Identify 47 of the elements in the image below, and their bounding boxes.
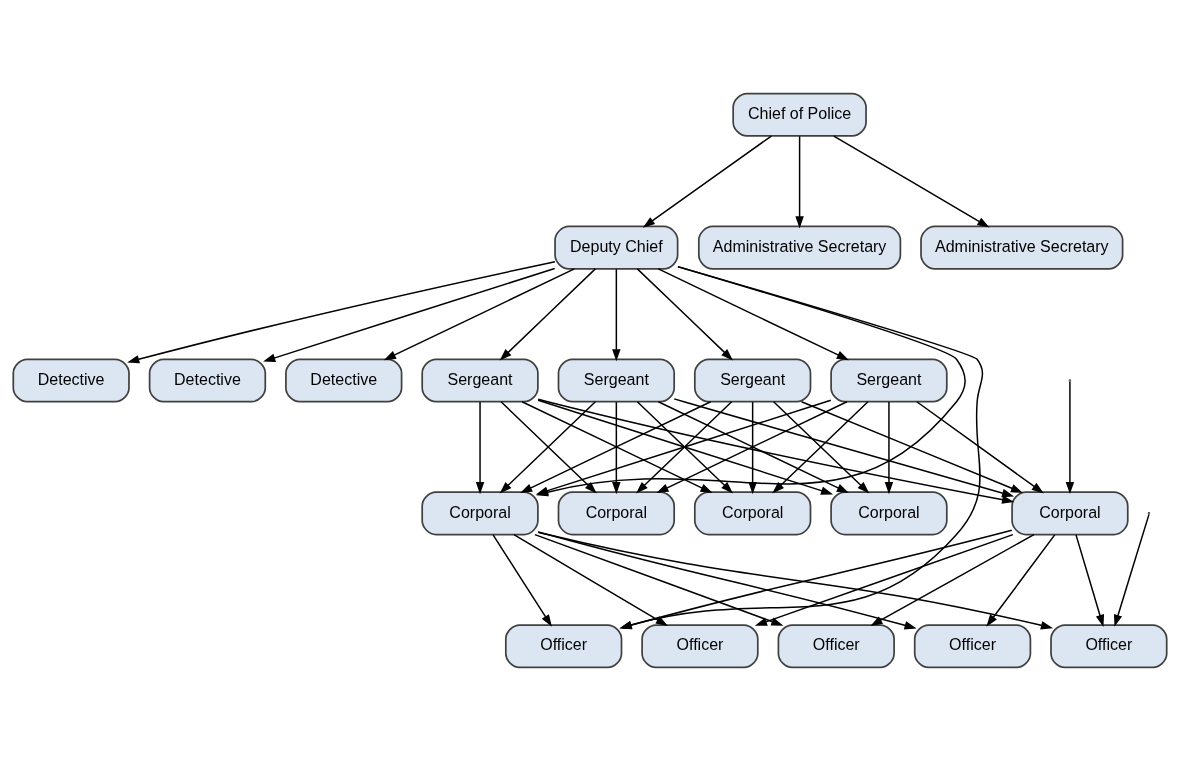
arrow — [986, 534, 1056, 627]
arrow — [833, 135, 990, 228]
arrow — [534, 533, 784, 626]
node-box: Sergeant — [557, 358, 676, 403]
node-box: Deputy Chief — [554, 225, 679, 270]
node-box: Officer — [504, 624, 623, 669]
node-box: Corporal — [557, 491, 676, 536]
arrow — [513, 533, 668, 627]
arrow — [884, 401, 894, 495]
node-box: Officer — [777, 624, 895, 669]
arrow — [1113, 513, 1150, 627]
node-box: Detective — [285, 358, 403, 403]
arrow — [263, 267, 556, 362]
arrow — [499, 268, 597, 361]
arrow — [492, 534, 552, 627]
arrow — [636, 268, 734, 361]
arrow — [657, 268, 849, 361]
arrow — [748, 401, 757, 495]
node-box: Chief of Police — [732, 92, 867, 137]
node-box: Sergeant — [421, 358, 539, 403]
arrow — [642, 135, 773, 228]
node-box: Corporal — [421, 491, 539, 536]
node-box: Corporal — [693, 491, 812, 536]
arrow — [612, 268, 621, 362]
node-box: Sergeant — [693, 358, 812, 403]
node-box: Corporal — [830, 491, 948, 536]
arrow — [1065, 381, 1075, 495]
node-box: Officer — [913, 624, 1032, 669]
arrow — [916, 401, 1044, 494]
node-box: Administrative Secretary — [697, 225, 902, 270]
arrow — [795, 135, 804, 229]
arrow — [800, 401, 1024, 493]
arrow — [475, 401, 485, 495]
arrow — [673, 398, 1015, 498]
node-box: Officer — [641, 624, 759, 669]
arrow — [127, 260, 556, 364]
node-box: Detective — [12, 358, 130, 403]
node-box: Corporal — [1011, 491, 1129, 536]
arrow — [383, 268, 576, 361]
arrow — [1075, 534, 1105, 627]
arrow — [754, 533, 1014, 626]
node-box: Administrative Secretary — [920, 225, 1124, 270]
node-box: Detective — [148, 358, 267, 403]
node-box: Sergeant — [830, 358, 948, 403]
arrow — [612, 401, 621, 495]
arrow — [870, 533, 1035, 627]
node-box: Officer — [1050, 624, 1168, 669]
